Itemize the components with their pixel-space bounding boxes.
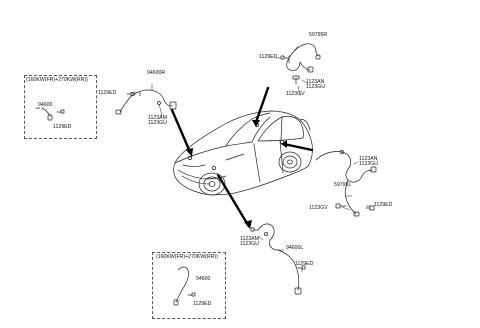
label-1129ED-bottom: 1129ED — [295, 261, 314, 267]
part-94600L-wiring — [250, 223, 306, 295]
inset-bottom-sensor — [173, 266, 196, 306]
label-1123GU-mid: 1123GU — [148, 120, 167, 126]
label-1123AM-bottom: 1123AM — [240, 236, 259, 242]
inset-bottom-bolt-label: 1129ED — [193, 301, 212, 307]
inset-top-part-label: 94600 — [38, 102, 53, 108]
part-59795L-wiring — [315, 150, 377, 217]
label-1129ED-top: 1129ED — [259, 54, 278, 60]
inset-top-title: (160KW(FR)+270KW(RR)) — [26, 77, 88, 83]
label-59795L: 59795L — [334, 182, 352, 188]
vehicle-body-outline — [173, 110, 313, 196]
leader-lines — [130, 45, 371, 273]
label-1123GV-right: 1123GV — [309, 205, 328, 211]
part-59795R-wiring — [280, 43, 321, 85]
part-94600R-wiring — [115, 89, 177, 115]
label-1123GV-top: 1123GV — [286, 91, 305, 97]
inset-box-bottom — [152, 252, 226, 319]
inset-top-sensor — [35, 107, 65, 121]
label-59795R: 59795R — [309, 32, 328, 38]
label-1123AN-top: 1123AN — [306, 79, 325, 85]
label-1123AN-right: 1123AN — [359, 156, 378, 162]
label-94600L: 94600L — [286, 245, 304, 251]
label-1129ED-right: 1129ED — [374, 202, 393, 208]
inset-bottom-part-label: 94600 — [196, 276, 211, 282]
inset-top-bolt-label: 1129ED — [53, 124, 72, 130]
label-1123GU-top: 1123GU — [306, 84, 325, 90]
inset-box-top — [24, 75, 97, 139]
label-94600R: 94600R — [147, 70, 166, 76]
label-1123AM-mid: 1123AM — [148, 115, 167, 121]
label-1129ED-left: 1129ED — [98, 90, 117, 96]
label-1123GU-right: 1123GU — [359, 161, 378, 167]
inset-bottom-title: (160KW(FR)+270KW(RR)) — [156, 254, 218, 260]
label-1123GU-bottom: 1123GU — [240, 241, 259, 247]
callout-arrows — [170, 86, 314, 227]
